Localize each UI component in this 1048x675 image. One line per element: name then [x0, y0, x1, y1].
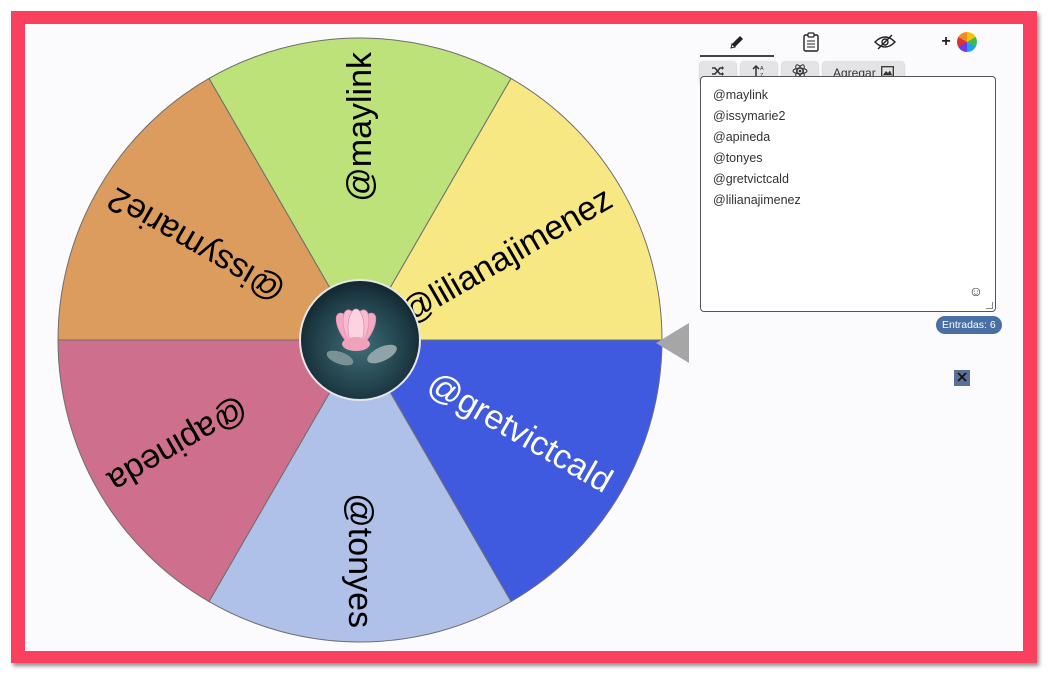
- wheel-segment: [208, 338, 512, 643]
- shuffle-icon: [711, 65, 725, 80]
- lotus-flower-image[interactable]: [299, 279, 421, 401]
- tab-hide[interactable]: [848, 29, 922, 54]
- entry-line: @gretvictcald: [713, 172, 789, 186]
- wheel-segment-label: @maylink: [341, 51, 379, 202]
- entries-count-badge: Entradas: 6: [936, 316, 1002, 334]
- wheel-segment: [359, 77, 663, 341]
- entry-line: @maylink: [713, 88, 769, 102]
- tab-results[interactable]: [774, 29, 848, 54]
- entry-line: @lilianajimenez: [713, 193, 801, 207]
- image-icon: [880, 65, 894, 80]
- entry-line: @issymarie2: [713, 109, 786, 123]
- clipboard-icon: [802, 31, 820, 52]
- spin-wheel[interactable]: @maylink@lilianajimenez@gretvictcald@ton…: [25, 24, 725, 651]
- wheel-pointer-icon: [656, 323, 689, 363]
- wheel-segment: [57, 77, 361, 341]
- tab-customize[interactable]: +: [922, 29, 996, 54]
- wheel-segment: [57, 339, 361, 603]
- wheel-segment-label: @tonyes: [341, 493, 379, 628]
- emoji-icon[interactable]: ☺: [968, 283, 983, 299]
- plus-icon: +: [941, 32, 951, 50]
- entry-line: @tonyes: [713, 151, 763, 165]
- entry-line: @apineda: [713, 130, 771, 144]
- close-button[interactable]: [954, 370, 970, 386]
- app-area: @maylink @lilianajimenez @gretvictcald @ton…: [25, 24, 1023, 651]
- close-icon: [957, 369, 967, 387]
- eye-off-icon: [874, 34, 896, 50]
- wheel-segment: [359, 339, 663, 603]
- tab-edit-entries[interactable]: [700, 29, 774, 57]
- pencil-icon: [728, 33, 746, 51]
- svg-text:A: A: [760, 66, 764, 72]
- resize-handle-icon[interactable]: [986, 302, 993, 309]
- window-frame: @maylink @lilianajimenez @gretvictcald @ton…: [11, 11, 1037, 663]
- panel-tabs: +: [700, 29, 996, 57]
- wheel-segment: [208, 37, 512, 342]
- entries-textarea[interactable]: @maylink @issymarie2 @apineda @tonyes @g…: [700, 76, 996, 312]
- color-wheel-icon: [956, 31, 977, 52]
